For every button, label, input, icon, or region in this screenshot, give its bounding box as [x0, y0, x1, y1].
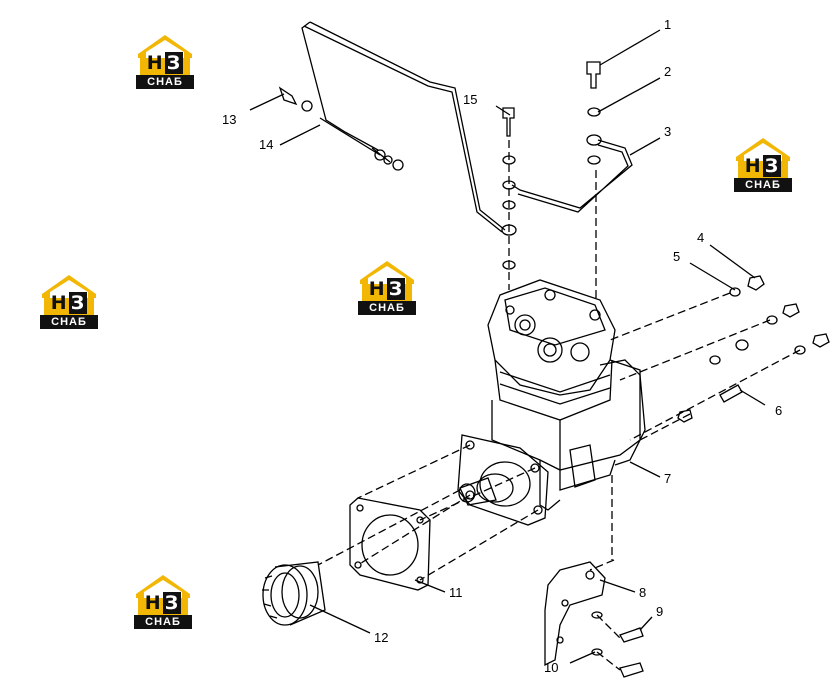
logo-mark-box: З	[162, 592, 182, 614]
bolt-10	[619, 662, 644, 678]
callout-14: 14	[259, 137, 274, 152]
logo-subtitle: СНАБ	[136, 75, 194, 89]
nut-4	[747, 275, 765, 291]
air-pipe-loop	[301, 21, 506, 233]
stud-6	[719, 384, 743, 403]
logo-mark-box: З	[762, 155, 782, 177]
logo-mark-box: З	[68, 292, 88, 314]
callout-10: 10	[544, 660, 559, 675]
bolt-1	[586, 61, 601, 89]
bolt-9	[619, 627, 644, 643]
callout-15: 15	[463, 92, 478, 107]
bolt-13	[278, 86, 298, 106]
callout-8: 8	[639, 585, 647, 600]
callout-1: 1	[664, 17, 672, 32]
logo-subtitle: СНАБ	[734, 178, 792, 192]
bolt-15	[502, 107, 515, 137]
bracket-8	[544, 561, 606, 667]
logo-mark: Н	[744, 155, 762, 177]
callout-13: 13	[222, 112, 237, 127]
callout-12: 12	[374, 630, 389, 645]
gasket-11	[349, 497, 431, 591]
compressor-body	[491, 359, 646, 511]
logo-subtitle: СНАБ	[134, 615, 192, 629]
callout-2: 2	[664, 64, 672, 79]
logo-mark: Н	[146, 52, 164, 74]
callout-11: 11	[449, 585, 463, 600]
callout-7: 7	[664, 471, 672, 486]
logo-mark: Н	[50, 292, 68, 314]
gear-12	[262, 561, 326, 626]
callout-3: 3	[664, 124, 672, 139]
logo-mark: Н	[368, 278, 386, 300]
logo-mark: Н	[144, 592, 162, 614]
callout-6: 6	[775, 403, 783, 418]
logo-subtitle: СНАБ	[40, 315, 98, 329]
pipe-fitting	[319, 117, 391, 163]
logo-mark-box: З	[386, 278, 406, 300]
logo-mark-box: З	[164, 52, 184, 74]
callout-5: 5	[673, 249, 681, 264]
logo-subtitle: СНАБ	[358, 301, 416, 315]
callout-4: 4	[697, 230, 705, 245]
pipe-3	[511, 139, 633, 213]
callout-9: 9	[656, 604, 664, 619]
compressor-head	[487, 279, 616, 421]
